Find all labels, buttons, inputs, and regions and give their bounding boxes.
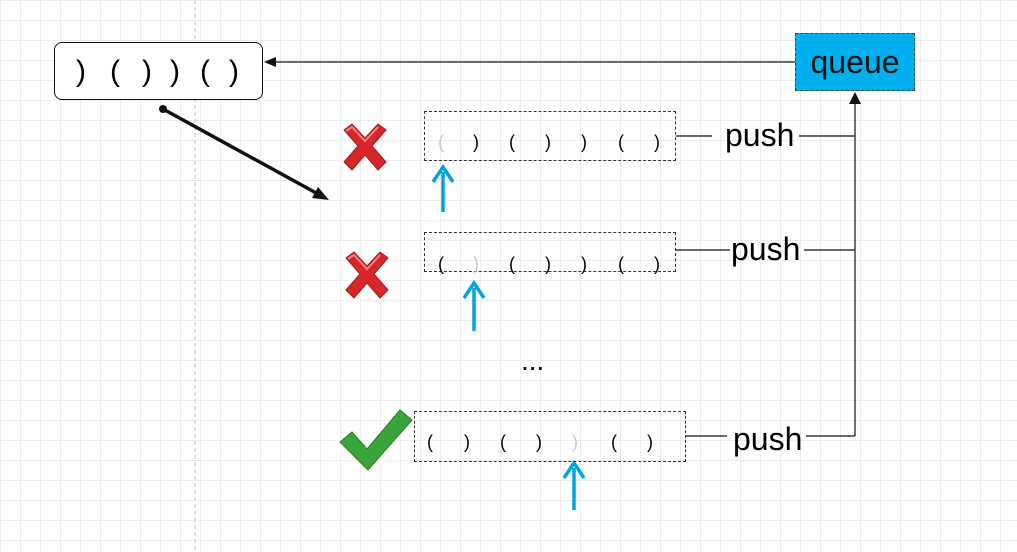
row-char: ): [545, 254, 551, 274]
cross-mark-icon: [343, 123, 387, 171]
queue-node: queue: [795, 33, 915, 91]
row-char: ): [464, 432, 470, 452]
row-char: (: [611, 432, 617, 452]
row-char: (: [618, 254, 624, 274]
candidate-row-2: ( ) ( ) ) ( ): [424, 232, 676, 274]
up-arrow-icon: [462, 279, 486, 331]
row-char: (: [509, 254, 515, 274]
diagonal-arrowhead: [312, 187, 329, 200]
row-char: ): [581, 254, 587, 274]
input-char: (: [200, 55, 210, 88]
row-char: ): [581, 132, 587, 152]
dequeue-arrowhead: [264, 57, 276, 67]
check-mark-icon: [339, 409, 413, 471]
queue-trunk-arrowhead: [849, 92, 861, 104]
row-char: ): [545, 132, 551, 152]
row-char: ): [654, 254, 660, 274]
row-char: ): [536, 432, 542, 452]
input-char: ): [142, 55, 152, 88]
row-char: ): [647, 432, 653, 452]
input-char: ): [170, 55, 180, 88]
cross-mark-icon: [345, 251, 389, 299]
row-char: (: [509, 132, 515, 152]
push-label: push: [733, 421, 803, 457]
up-arrow-icon: [431, 163, 455, 212]
push-label: push: [725, 117, 795, 153]
row-char: ): [654, 132, 660, 152]
ellipsis-text: ...: [521, 345, 545, 376]
input-char: ): [76, 55, 86, 88]
up-arrow-icon: [562, 459, 586, 510]
diagonal-arrow-line: [162, 107, 319, 196]
removed-char: (: [438, 132, 444, 152]
removed-char: ): [572, 432, 578, 452]
row-char: (: [438, 254, 444, 274]
input-char: (: [110, 55, 120, 88]
row-char: ): [473, 132, 479, 152]
candidate-row-3: ( ) ( ) ) ( ): [414, 411, 686, 462]
input-string-box: ) ( ) ) ( ): [54, 42, 263, 100]
removed-char: ): [473, 254, 479, 274]
input-char: ): [229, 55, 239, 88]
candidate-row-1: ( ) ( ) ) ( ): [424, 111, 676, 161]
row-char: (: [618, 132, 624, 152]
row-char: (: [427, 432, 433, 452]
push-label: push: [731, 231, 801, 267]
row-char: (: [500, 432, 506, 452]
